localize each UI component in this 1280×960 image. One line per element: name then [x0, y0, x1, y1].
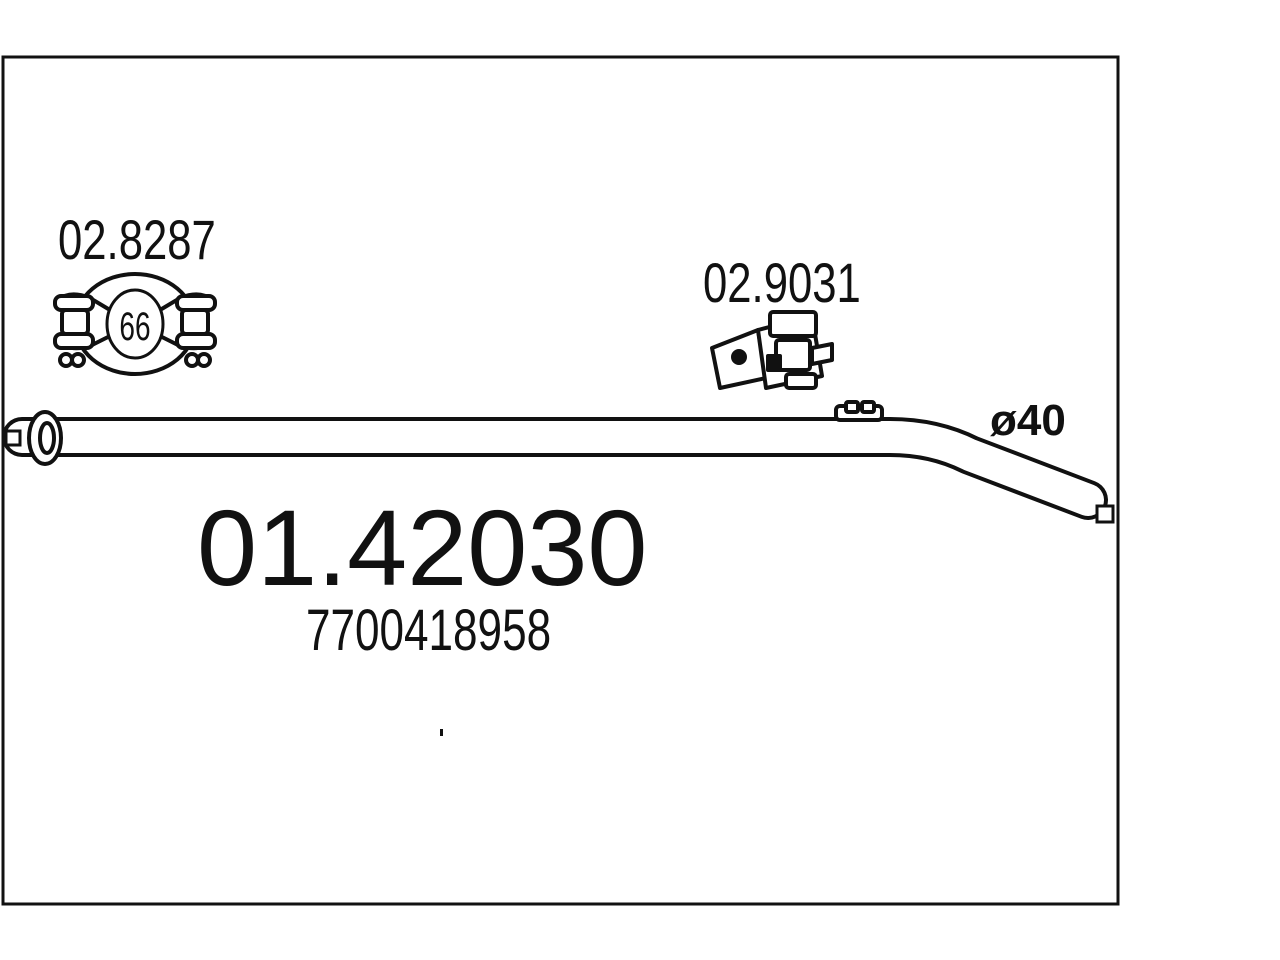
- rubber-hanger-icon: [710, 310, 834, 390]
- oe-reference-number: 7700418958: [306, 597, 551, 662]
- clamp-part-number: 02.8287: [58, 209, 216, 271]
- pipe-part-number: 01.42030: [197, 487, 647, 608]
- speck-mark: [440, 729, 443, 736]
- pipe-hanger-bracket-icon: [834, 400, 884, 422]
- pipe-diameter-label: ø40: [990, 396, 1066, 445]
- exhaust-pipe: [2, 417, 1108, 520]
- clamp-icon: [53, 272, 217, 376]
- hanger-part-number: 02.9031: [703, 252, 861, 314]
- clamp-size-label: 66: [119, 305, 150, 349]
- diagram-frame: [1, 55, 1120, 906]
- pipe-inlet-ring-icon: [27, 410, 63, 466]
- pipe-inlet-end-marker: [4, 429, 22, 447]
- pipe-outlet-end-marker: [1095, 504, 1115, 524]
